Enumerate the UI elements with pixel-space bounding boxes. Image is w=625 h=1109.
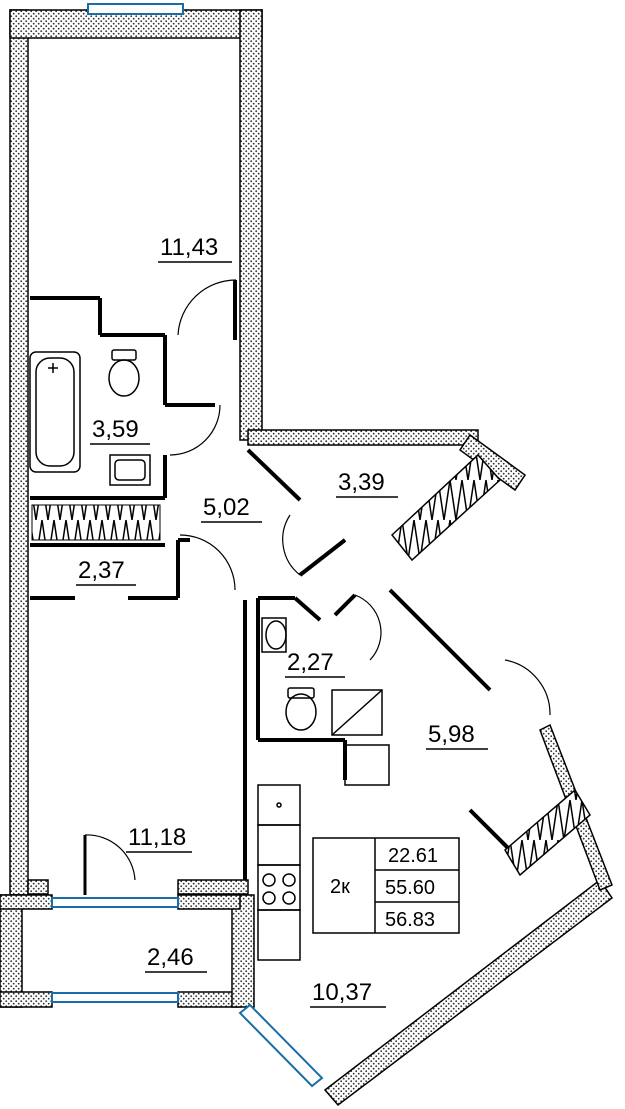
room-area-label: 10,37 bbox=[312, 979, 372, 1006]
living-area: 22.61 bbox=[388, 845, 438, 867]
sink-icon bbox=[109, 454, 287, 653]
total-area: 55.60 bbox=[385, 877, 435, 899]
toilet-icon bbox=[108, 349, 317, 731]
bathtub bbox=[29, 351, 81, 473]
apartment-type: 2к bbox=[330, 876, 350, 898]
area-with-loggia: 56.83 bbox=[385, 909, 435, 931]
loggia-glazing bbox=[390, 453, 591, 877]
shaft-icon bbox=[331, 689, 390, 786]
wardrobe bbox=[31, 504, 161, 541]
room-area-label: 5,98 bbox=[428, 721, 475, 748]
area-summary-box bbox=[312, 837, 460, 934]
room-area-label: 11,43 bbox=[160, 234, 218, 261]
room-area-label: 2,46 bbox=[147, 944, 194, 971]
room-area-label: 2,37 bbox=[78, 557, 125, 584]
kitchen-counter bbox=[257, 784, 301, 961]
room-area-label: 3,59 bbox=[92, 416, 139, 443]
room-area-label: 5,02 bbox=[203, 494, 250, 521]
room-area-label: 3,39 bbox=[338, 469, 385, 496]
room-area-label: 2,27 bbox=[287, 649, 334, 676]
exterior-walls bbox=[0, 9, 614, 1107]
room-area-label: 11,18 bbox=[128, 824, 186, 851]
doors bbox=[83, 279, 551, 895]
windows bbox=[51, 3, 324, 1088]
